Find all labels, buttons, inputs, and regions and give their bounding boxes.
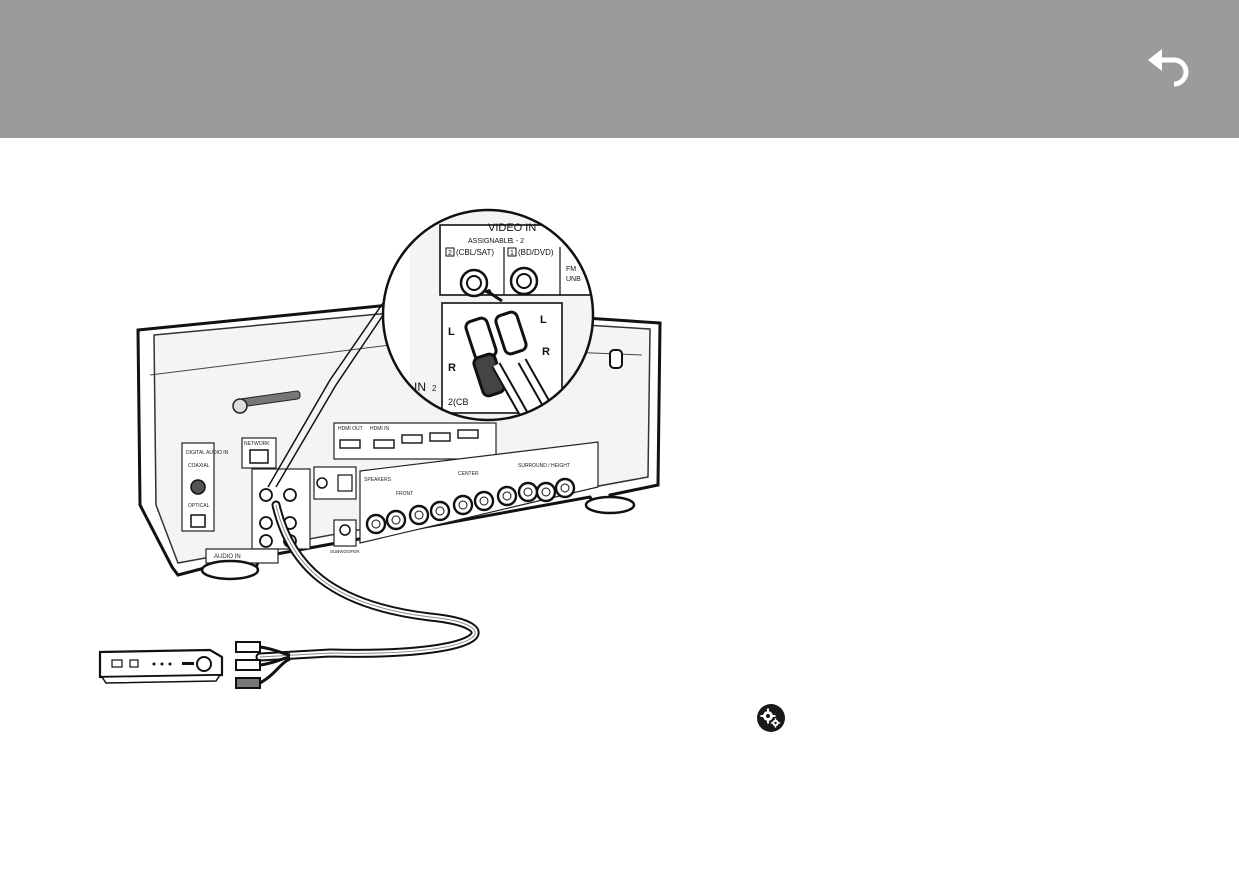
hdmi-in-label: HDMI IN [370,426,390,432]
zoom-input-2-name: (CBL/SAT) [456,248,494,257]
zoom-input-1-name: (BD/DVD) [518,248,554,257]
zoom-assignable-range: 1 - 2 [510,238,524,245]
zoom-left-label: L [448,326,455,338]
coaxial-label: COAXIAL [188,463,210,469]
surround-height-label: SURROUND / HEIGHT [518,463,570,469]
network-label: NETWORK [244,441,270,447]
center-label: CENTER [458,471,479,477]
page-header [0,0,1239,138]
optical-label: OPTICAL [188,503,210,509]
back-arrow-icon [1148,49,1189,87]
zoom-d-in-num: 2 [432,384,437,393]
cable-sat-box [98,648,224,684]
digital-audio-in-label: DIGITAL AUDIO IN [186,450,229,456]
zoom-fm-label: FM [566,266,576,273]
connection-illustration: DIGITAL AUDIO IN COAXIAL OPTICAL NETWORK… [98,208,662,689]
zoom-video-in-label: VIDEO IN [488,222,536,234]
subwoofer-label: SUBWOOFER [330,549,360,554]
zoom-left-label-2: L [540,314,547,326]
zoom-right-label: R [448,362,456,374]
zoom-detail: VIDEO IN ASSIGNABLE 1 - 2 2 (CBL/SAT) 1 … [381,208,595,422]
speakers-label: SPEAKERS [364,477,392,483]
zoom-input-2: 2 [448,250,452,257]
zoom-input-1: 1 [510,250,514,257]
rca-plugs [235,641,291,689]
zoom-right-label-2: R [542,346,550,358]
zoom-assignable-label: ASSIGNABLE [468,238,513,245]
hdmi-out-label: HDMI OUT [338,426,363,432]
zoom-unb-label: UNB [566,276,581,283]
settings-gears-icon [756,703,786,733]
back-button[interactable] [1140,38,1200,88]
connection-diagram: DIGITAL AUDIO IN COAXIAL OPTICAL NETWORK… [90,205,690,705]
zoom-bottom-label: 2(CB [448,397,469,407]
front-label: FRONT [396,491,413,497]
audio-in-label: AUDIO IN [214,554,241,560]
